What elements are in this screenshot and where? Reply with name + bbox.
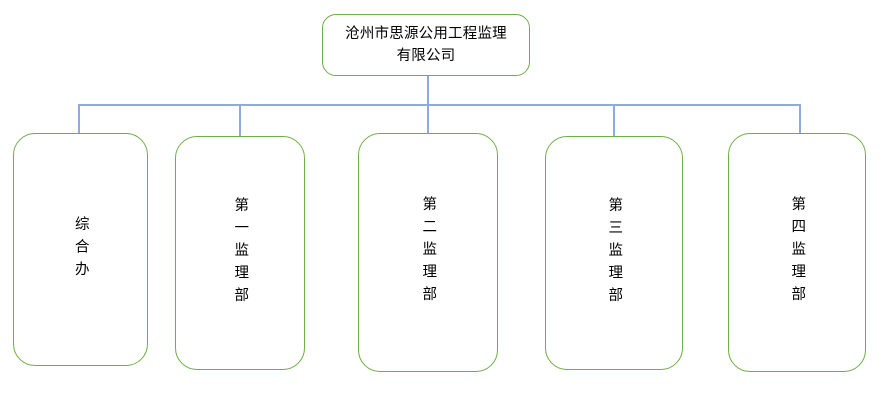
org-node-child-2[interactable]: 第一监理部: [175, 136, 305, 370]
connector-drop-child-2: [239, 104, 241, 137]
connector-drop-child-1: [78, 104, 80, 134]
connector-bus: [78, 104, 801, 106]
connector-drop-child-5: [799, 104, 801, 134]
org-node-child-3[interactable]: 第二监理部: [358, 133, 498, 372]
org-node-child-4-label: 第三监理部: [606, 196, 623, 310]
org-node-child-1[interactable]: 综合办: [13, 133, 148, 366]
org-node-child-3-label: 第二监理部: [420, 196, 437, 309]
org-node-child-1-label: 综合办: [72, 215, 89, 284]
org-node-root-label: 沧州市思源公用工程监理 有限公司: [345, 26, 507, 64]
org-node-root[interactable]: 沧州市思源公用工程监理 有限公司: [322, 14, 530, 76]
connector-root-stem: [427, 76, 429, 106]
connector-drop-child-4: [613, 104, 615, 137]
org-node-child-5-label: 第四监理部: [789, 196, 806, 309]
org-node-child-5[interactable]: 第四监理部: [728, 133, 866, 372]
org-node-child-2-label: 第一监理部: [232, 196, 249, 310]
org-node-child-4[interactable]: 第三监理部: [545, 136, 683, 370]
connector-drop-child-3: [427, 104, 429, 134]
